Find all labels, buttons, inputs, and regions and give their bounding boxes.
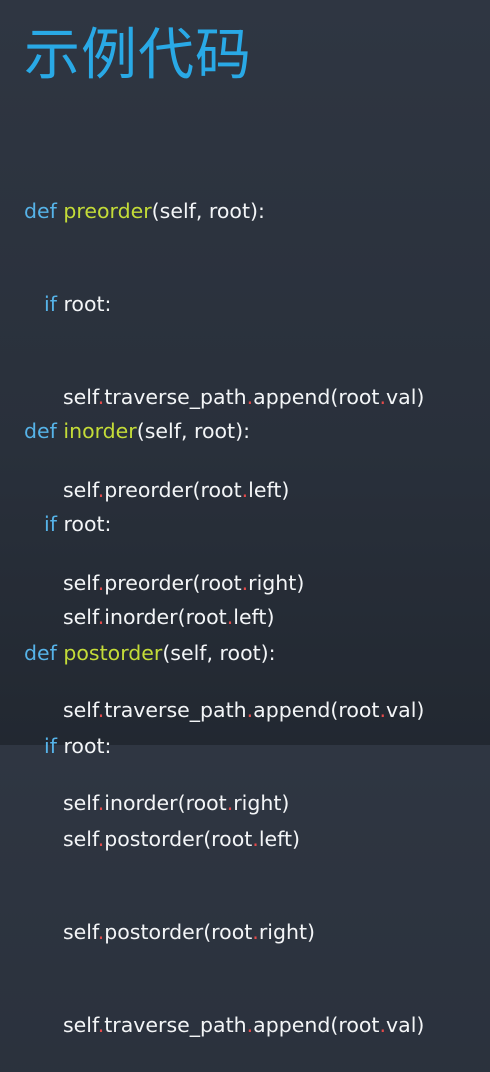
def-line: def preorder(self, root):: [24, 196, 424, 227]
call-method: traverse_path: [104, 698, 247, 722]
if-line: if root:: [24, 289, 424, 320]
call-object: self: [63, 920, 98, 944]
code-block-postorder: def postorder(self, root): if root: self…: [24, 576, 424, 1072]
call-method: append: [253, 385, 331, 409]
code-line: self.postorder(root.right): [24, 917, 424, 948]
if-keyword: if: [44, 734, 57, 758]
call-object: self: [63, 698, 98, 722]
call-attribute: left): [248, 478, 290, 502]
call-method: append: [253, 1013, 331, 1037]
def-line: def postorder(self, root):: [24, 638, 424, 669]
code-line: self.postorder(root.left): [24, 824, 424, 855]
dot-operator: .: [97, 385, 105, 409]
call-object: self: [63, 605, 98, 629]
dot-operator: .: [97, 571, 105, 595]
code-line: self.preorder(root.right): [24, 568, 424, 599]
dot-operator: .: [246, 698, 254, 722]
call-argument: (root: [203, 827, 253, 851]
if-line: if root:: [24, 731, 424, 762]
call-object: self: [63, 1013, 98, 1037]
call-method: postorder: [104, 920, 204, 944]
function-params: (self, root):: [151, 199, 265, 223]
call-method: inorder: [104, 605, 178, 629]
call-method: preorder: [104, 478, 193, 502]
if-condition: root:: [63, 292, 112, 316]
call-argument: (root: [177, 605, 227, 629]
dot-operator: .: [379, 698, 386, 722]
function-name: preorder: [63, 199, 152, 223]
if-line: if root:: [24, 509, 424, 540]
dot-operator: .: [241, 478, 249, 502]
call-argument: (root: [203, 920, 253, 944]
if-keyword: if: [44, 292, 57, 316]
code-line: self.traverse_path.append(root.val): [24, 382, 424, 413]
call-method: preorder: [104, 571, 193, 595]
def-keyword: def: [24, 641, 57, 665]
call-attribute: val): [386, 1013, 425, 1037]
def-keyword: def: [24, 199, 57, 223]
function-params: (self, root):: [162, 641, 276, 665]
call-object: self: [63, 571, 98, 595]
call-attribute: right): [248, 571, 305, 595]
call-method: postorder: [104, 827, 204, 851]
call-argument: (root: [330, 385, 380, 409]
function-name: inorder: [63, 419, 137, 443]
call-attribute: left): [233, 605, 275, 629]
call-attribute: val): [386, 698, 425, 722]
code-line: self.traverse_path.append(root.val): [24, 695, 424, 726]
code-line: self.inorder(root.left): [24, 602, 424, 633]
dot-operator: .: [97, 605, 105, 629]
call-object: self: [63, 385, 98, 409]
dot-operator: .: [97, 478, 105, 502]
call-method: traverse_path: [104, 385, 247, 409]
call-attribute: left): [258, 827, 301, 851]
function-params: (self, root):: [136, 419, 250, 443]
if-condition: root:: [63, 734, 112, 758]
dot-operator: .: [226, 605, 234, 629]
code-line: self.traverse_path.append(root.val): [24, 1010, 424, 1041]
call-method: append: [253, 698, 331, 722]
call-object: self: [63, 478, 98, 502]
call-argument: (root: [192, 478, 242, 502]
def-keyword: def: [24, 419, 57, 443]
call-argument: (root: [330, 1013, 380, 1037]
if-condition: root:: [63, 512, 112, 536]
call-argument: (root: [330, 698, 380, 722]
call-attribute: right): [258, 920, 315, 944]
call-attribute: val): [386, 385, 425, 409]
if-keyword: if: [44, 512, 57, 536]
code-line: self.preorder(root.left): [24, 475, 424, 506]
def-line: def inorder(self, root):: [24, 416, 424, 447]
code-block-preorder: def preorder(self, root): if root: self.…: [24, 134, 424, 630]
call-object: self: [63, 827, 98, 851]
function-name: postorder: [63, 641, 163, 665]
dot-operator: .: [246, 385, 254, 409]
dot-operator: .: [241, 571, 249, 595]
slide-title: 示例代码: [24, 23, 252, 88]
dot-operator: .: [379, 385, 386, 409]
dot-operator: .: [97, 698, 105, 722]
call-method: traverse_path: [104, 1013, 247, 1037]
call-argument: (root: [192, 571, 242, 595]
